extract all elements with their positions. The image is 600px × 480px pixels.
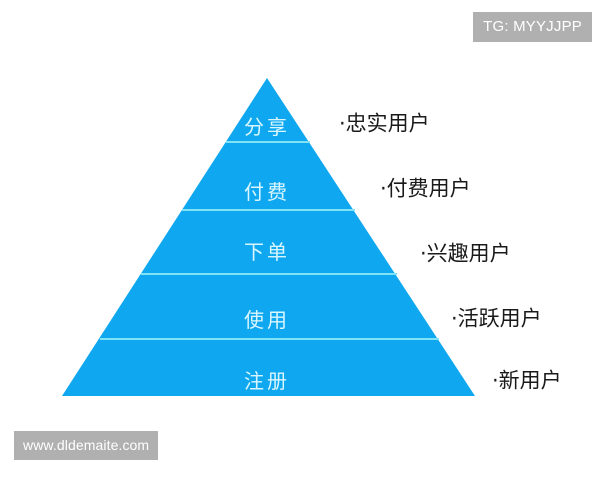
pyramid-tier-label-2: 付费 — [244, 180, 290, 204]
pyramid-tier-label-3: 下单 — [244, 240, 290, 264]
pyramid-annotation-2: ·付费用户 — [380, 176, 471, 201]
pyramid-annotation-1: ·忠实用户 — [339, 111, 430, 136]
pyramid-tier-label-5: 注册 — [244, 369, 290, 393]
pyramid-tier-label-1: 分享 — [244, 115, 290, 139]
pyramid-annotation-4: ·活跃用户 — [451, 306, 542, 331]
pyramid-tier-label-4: 使用 — [244, 308, 290, 332]
tg-watermark-badge: TG: MYYJJPP — [473, 12, 592, 42]
site-watermark-badge: www.dldemaite.com — [14, 431, 159, 460]
pyramid-annotation-3: ·兴趣用户 — [420, 241, 511, 266]
pyramid-body — [62, 78, 475, 396]
pyramid-annotation-5: ·新用户 — [492, 368, 562, 393]
